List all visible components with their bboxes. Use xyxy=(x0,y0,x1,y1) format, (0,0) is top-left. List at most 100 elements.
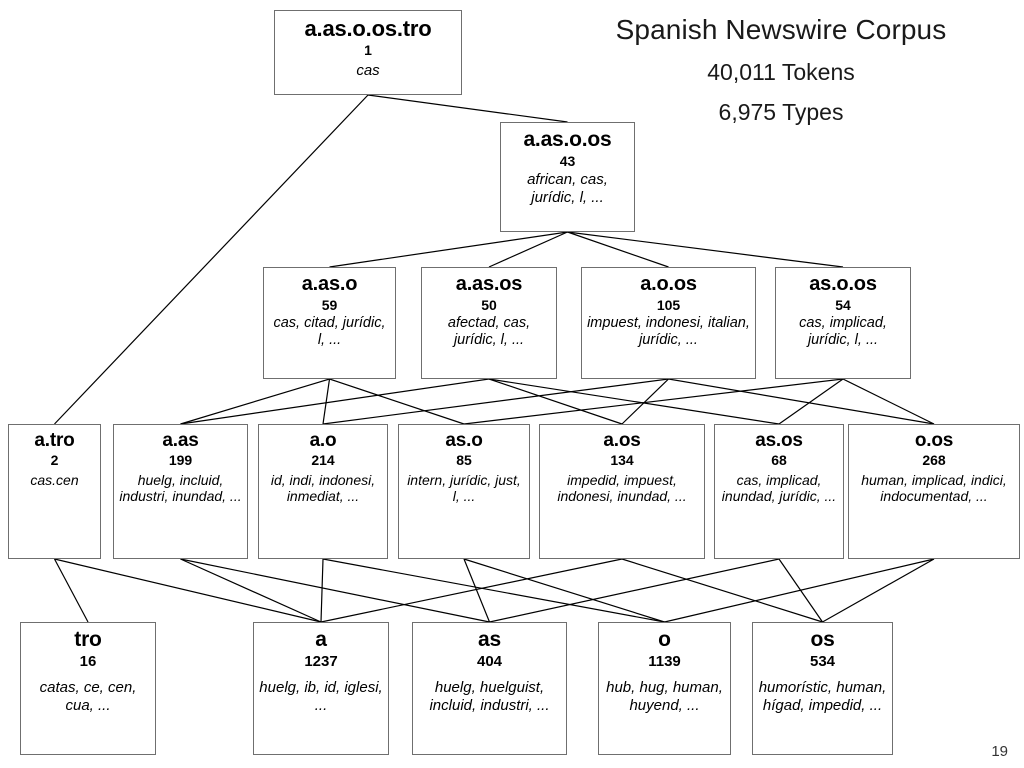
node-label: o.os xyxy=(914,430,954,451)
node-count: 16 xyxy=(79,652,97,670)
node-count: 1237 xyxy=(304,652,338,670)
edge-as.o.os-to-as.os xyxy=(778,378,844,425)
node-count: 50 xyxy=(481,296,497,313)
node-words: catas, ce, cen, cua, ... xyxy=(39,679,137,715)
edge-a.as-to-as xyxy=(180,558,490,623)
edge-a.as.o.os-to-a.as.o xyxy=(329,231,568,268)
edge-a.o.os-to-a.o xyxy=(322,378,669,425)
node-words: cas, implicad, jurídic, l, ... xyxy=(799,315,887,349)
edge-root-to-a.as.o.os xyxy=(367,94,568,123)
edge-o.os-to-o xyxy=(664,558,935,623)
edge-a.os-to-a xyxy=(320,558,623,623)
node-count: 59 xyxy=(321,296,338,313)
node-count: 1 xyxy=(364,41,372,58)
node-count: 2 xyxy=(50,452,59,469)
node-count: 199 xyxy=(168,452,193,469)
slide-number: 19 xyxy=(991,743,1008,760)
node-label: a.as.os xyxy=(455,273,523,295)
node-words: impuest, indonesi, italian, jurídic, ... xyxy=(587,315,750,349)
node-label: a.as.o.os xyxy=(523,128,612,151)
node-words: huelg, huelguist, incluid, industri, ... xyxy=(429,679,550,715)
edge-a.as.os-to-a.os xyxy=(488,378,623,425)
edge-as.o.os-to-as.o xyxy=(463,378,844,425)
node-label: a.tro xyxy=(34,430,75,451)
node-count: 214 xyxy=(311,452,335,469)
node-label: as.o xyxy=(445,430,483,451)
node-words: cas xyxy=(356,62,380,80)
token-count: 40,011 Tokens xyxy=(707,59,855,85)
edge-a.as.os-to-a.as xyxy=(180,378,490,425)
node-label: as.o.os xyxy=(809,273,877,295)
edge-as.os-to-as xyxy=(489,558,780,623)
node-count: 85 xyxy=(456,452,472,469)
node-count: 105 xyxy=(656,296,681,313)
edge-a.as.o.os-to-a.as.os xyxy=(488,231,568,268)
node-label: as.os xyxy=(755,430,803,451)
edge-as.o-to-o xyxy=(463,558,665,623)
edge-o.os-to-os xyxy=(822,558,935,623)
node-words: cas.cen xyxy=(30,471,79,488)
node-words: intern, jurídic, just, l, ... xyxy=(407,471,521,505)
node-count: 43 xyxy=(559,152,576,169)
edge-a.tro-to-tro xyxy=(53,558,89,623)
node-count: 68 xyxy=(771,452,787,469)
node-label: a.as.o xyxy=(301,273,358,295)
node-words: cas, citad, jurídic, l, ... xyxy=(273,315,386,349)
node-words: id, indi, indonesi, inmediat, ... xyxy=(270,471,376,505)
node-label: os xyxy=(810,628,835,651)
node-words: cas, implicad, inundad, jurídic, ... xyxy=(721,471,837,505)
edge-as.o-to-as xyxy=(463,558,491,623)
node-words: human, implicad, indici, indocumentad, .… xyxy=(861,471,1007,505)
node-words: huelg, ib, id, iglesi, ... xyxy=(259,679,383,715)
edge-a.os-to-os xyxy=(621,558,823,623)
edge-a.o-to-o xyxy=(322,558,665,623)
node-words: hub, hug, human, huyend, ... xyxy=(606,679,723,715)
node-label: a.o.os xyxy=(640,273,697,295)
node-label: as xyxy=(478,628,501,651)
node-words: afectad, cas, jurídic, l, ... xyxy=(447,315,531,349)
edge-as.o.os-to-o.os xyxy=(842,378,935,425)
node-count: 1139 xyxy=(648,652,681,670)
node-label: a.as xyxy=(162,430,199,451)
node-label: tro xyxy=(74,628,102,651)
node-label: a xyxy=(315,628,327,651)
type-count: 6,975 Types xyxy=(718,99,844,125)
node-words: african, cas, jurídic, l, ... xyxy=(527,171,608,206)
title-block: Spanish Newswire Corpus 40,011 Tokens 6,… xyxy=(556,14,1006,126)
node-label: a.as.o.os.tro xyxy=(304,16,432,41)
node-count: 134 xyxy=(610,452,634,469)
edge-a.as.o.os-to-a.o.os xyxy=(567,231,669,268)
edge-a.as-to-a xyxy=(180,558,322,623)
node-label: a.os xyxy=(603,430,641,451)
node-words: impedid, impuest, indonesi, inundad, ... xyxy=(557,471,687,505)
node-count: 404 xyxy=(476,652,503,670)
node-words: huelg, incluid, industri, inundad, ... xyxy=(119,471,242,505)
edge-a.as.o-to-a.as xyxy=(180,378,330,425)
node-count: 54 xyxy=(835,296,851,313)
edge-a.o.os-to-o.os xyxy=(668,378,935,425)
page-title: Spanish Newswire Corpus xyxy=(615,14,947,45)
node-count: 534 xyxy=(809,652,836,670)
node-count: 268 xyxy=(922,452,946,469)
edge-a.o-to-a xyxy=(320,558,324,623)
node-words: humorístic, human, hígad, impedid, ... xyxy=(758,679,887,715)
